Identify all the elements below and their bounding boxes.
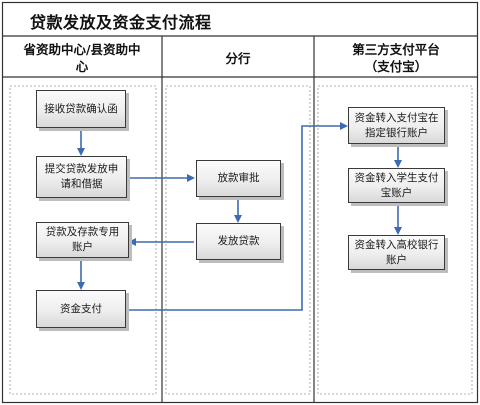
node-transfer-to-student: 资金转入学生支付宝账户 <box>348 168 445 203</box>
lane-header-payment-platform: 第三方支付平台 （支付宝） <box>352 42 440 74</box>
node-disburse-loan: 发放贷款 <box>196 223 281 260</box>
node-disburse-review: 放款审批 <box>196 160 281 197</box>
lane-header-branch: 分行 <box>225 50 251 66</box>
arrow-payment-to-alipay <box>126 122 348 311</box>
diagram-title: 贷款发放及资金支付流程 <box>30 13 212 32</box>
node-submit-application: 提交贷款发放申请和借据 <box>36 156 127 198</box>
node-fund-payment: 资金支付 <box>36 290 126 328</box>
node-receive-confirmation: 接收贷款确认函 <box>36 90 126 128</box>
node-transfer-to-university: 资金转入高校银行账户 <box>348 235 445 270</box>
node-deposit-account: 贷款及存款专用账户 <box>36 222 129 258</box>
lane-header-funding-center: 省资助中心/县资助中 心 <box>23 42 141 74</box>
node-transfer-to-alipay: 资金转入支付宝在指定银行账户 <box>348 107 445 144</box>
